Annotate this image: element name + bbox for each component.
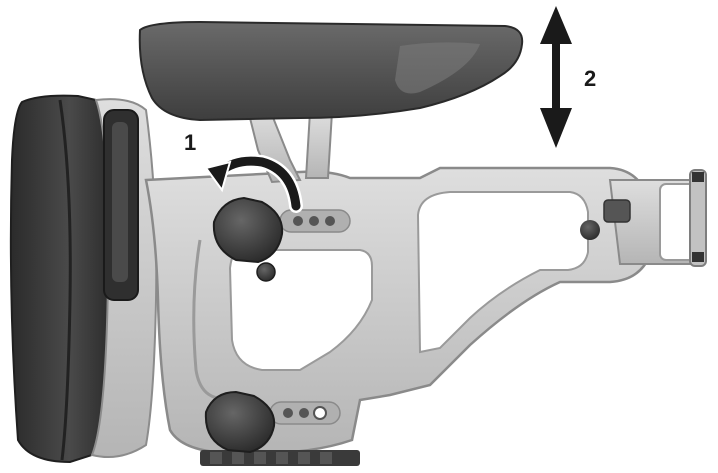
folding-hinge: [580, 169, 707, 267]
callout-step-1: 1: [184, 130, 196, 155]
cheek-rest: [138, 20, 524, 122]
bottom-rail: [200, 450, 360, 466]
upper-adjustment-knob: [212, 196, 284, 282]
curved-rotate-arrow-icon: [204, 154, 303, 213]
callout-step-2: 2: [584, 66, 596, 91]
butt-pad: [9, 94, 110, 464]
double-vertical-arrow-icon: [540, 6, 572, 148]
lower-adjustment-knob: [204, 390, 276, 454]
cheek-rest-posts: [246, 109, 334, 184]
butt-plate-housing: [90, 98, 158, 458]
